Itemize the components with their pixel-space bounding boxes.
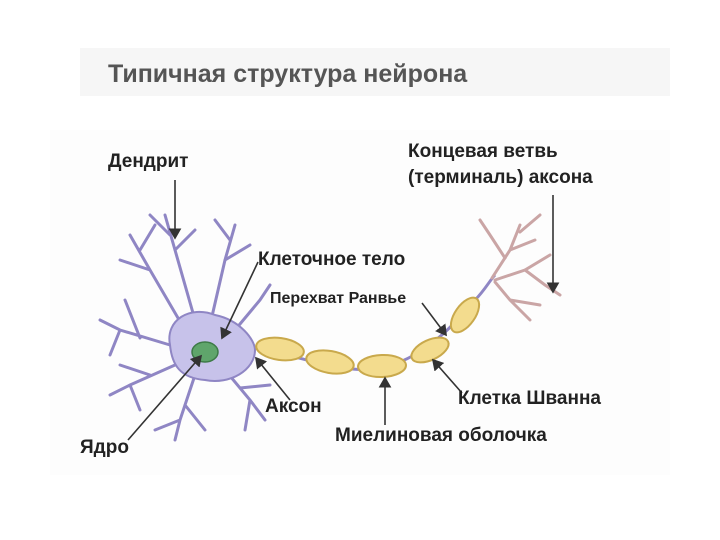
label-terminal-line2: (терминаль) аксона	[408, 167, 593, 188]
arrow-nucleus	[127, 354, 203, 441]
axon-terminal	[478, 213, 562, 322]
label-nucleus: Ядро	[80, 437, 129, 458]
label-myelin-sheath: Миелиновая оболочка	[335, 425, 547, 446]
label-terminal-line1: Концевая ветвь	[408, 141, 558, 162]
label-node-of-ranvier: Перехват Ранвье	[270, 290, 407, 307]
arrow-schwann	[431, 358, 463, 394]
label-dendrite: Дендрит	[108, 151, 189, 172]
arrow-node	[421, 302, 447, 337]
label-cell-body: Клеточное тело	[258, 249, 406, 270]
dendrites	[98, 213, 272, 442]
arrow-cell-body	[220, 261, 259, 340]
diagram-background	[50, 130, 670, 475]
page-title: Типичная структура нейрона	[108, 60, 468, 88]
myelin-segments	[255, 296, 481, 379]
nucleus	[191, 341, 219, 363]
label-axon: Аксон	[265, 396, 322, 417]
title-band	[80, 48, 670, 96]
arrow-axon	[254, 356, 291, 401]
label-schwann-cell: Клетка Шванна	[458, 388, 602, 409]
